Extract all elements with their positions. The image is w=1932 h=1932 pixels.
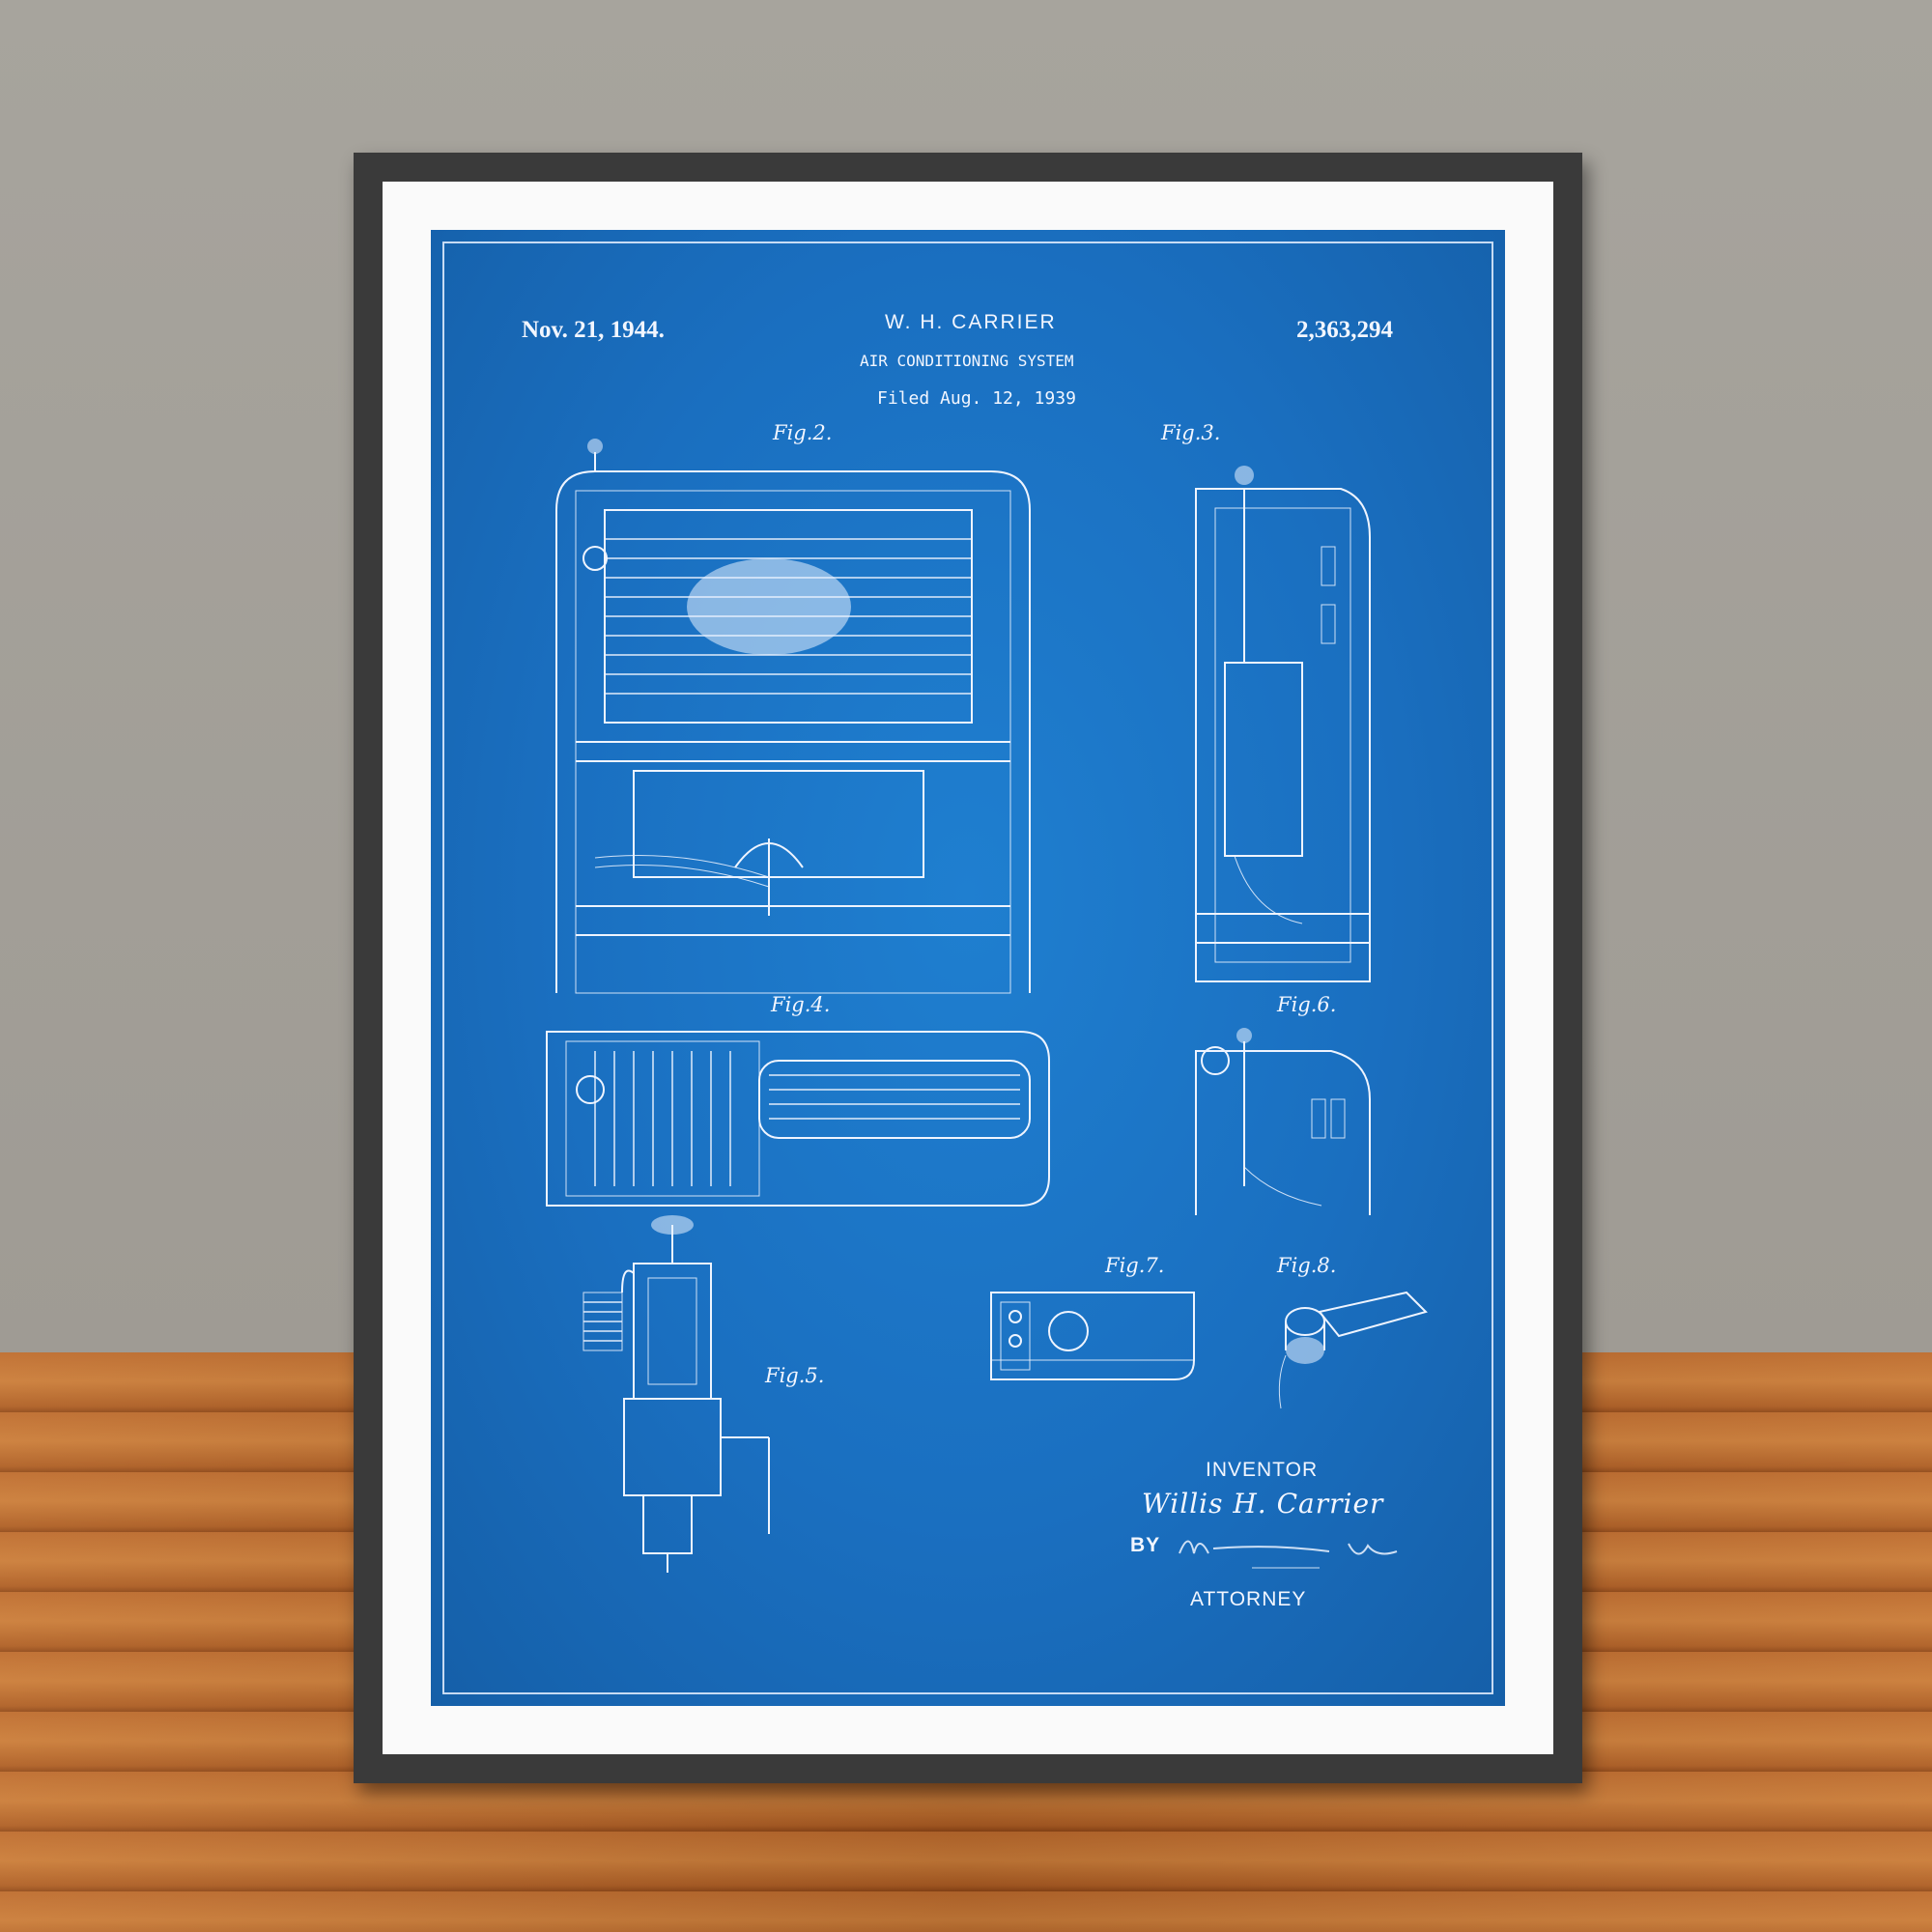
inventor-header: W. H. CARRIER xyxy=(885,311,1057,333)
fig8-drawing xyxy=(1278,1291,1428,1409)
fig3-label: Fig.3. xyxy=(1161,421,1221,444)
fig2-label: Fig.2. xyxy=(773,421,833,444)
print-border xyxy=(442,242,1493,1694)
fig6-label: Fig.6. xyxy=(1277,993,1337,1016)
blueprint-print: Nov. 21, 1944. W. H. CARRIER 2,363,294 A… xyxy=(431,230,1505,1706)
fig2-drawing xyxy=(555,439,1031,994)
poster-mat: Nov. 21, 1944. W. H. CARRIER 2,363,294 A… xyxy=(383,182,1553,1754)
fig4-drawing xyxy=(546,1031,1050,1207)
inventor-signature: Willis H. Carrier xyxy=(1142,1488,1384,1520)
fig8-label: Fig.8. xyxy=(1277,1254,1337,1277)
patent-title: AIR CONDITIONING SYSTEM xyxy=(860,352,1074,370)
attorney-signature xyxy=(1179,1540,1398,1569)
fig5-label: Fig.5. xyxy=(765,1364,825,1387)
fig7-label: Fig.7. xyxy=(1105,1254,1165,1277)
poster-frame: Nov. 21, 1944. W. H. CARRIER 2,363,294 A… xyxy=(354,153,1582,1783)
fig5-drawing xyxy=(582,1215,770,1573)
patent-date: Nov. 21, 1944. xyxy=(522,317,665,343)
attorney-label: ATTORNEY xyxy=(1190,1588,1307,1610)
fig4-label: Fig.4. xyxy=(771,993,831,1016)
fig3-drawing xyxy=(1195,466,1371,982)
filed-date: Filed Aug. 12, 1939 xyxy=(877,388,1076,409)
by-label: BY xyxy=(1130,1534,1161,1556)
patent-number: 2,363,294 xyxy=(1296,317,1393,343)
inventor-label: INVENTOR xyxy=(1206,1459,1319,1481)
fig7-drawing xyxy=(990,1292,1195,1380)
fig6-drawing xyxy=(1195,1028,1371,1215)
